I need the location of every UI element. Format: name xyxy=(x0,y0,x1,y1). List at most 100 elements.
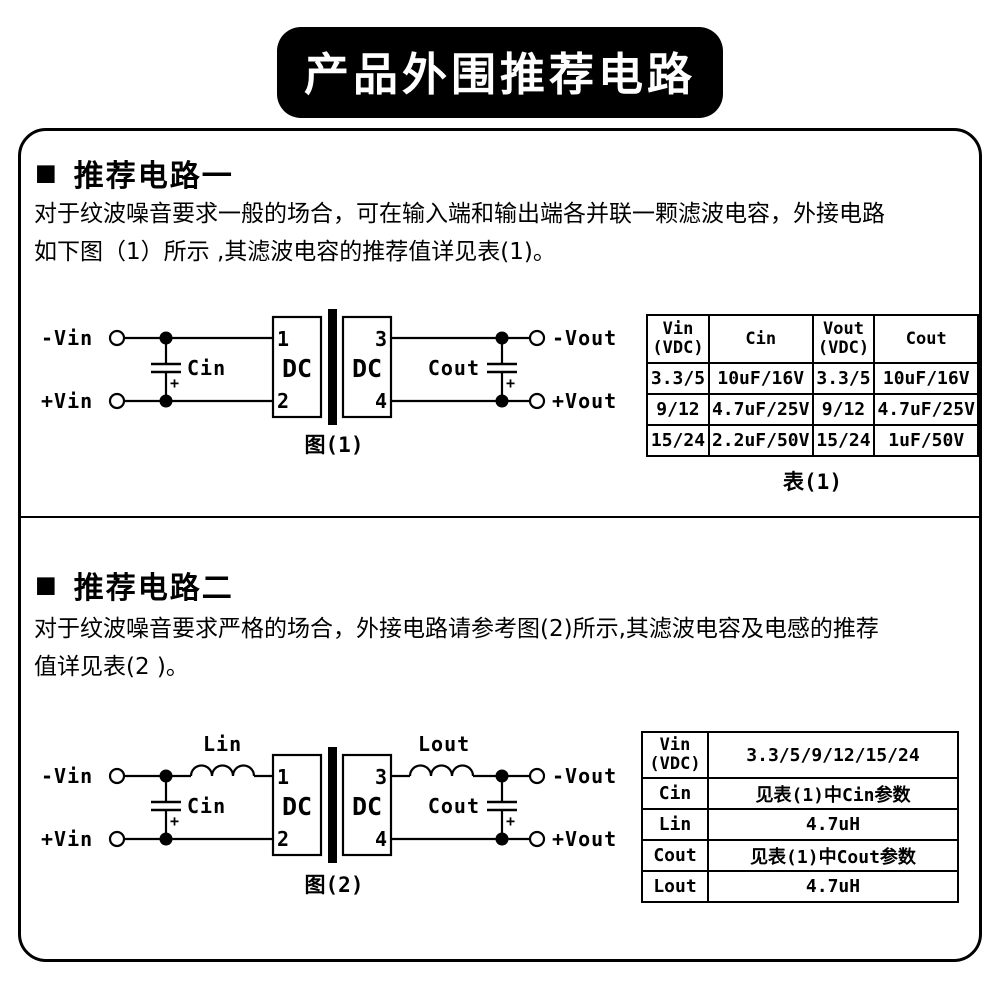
dc-box xyxy=(271,753,323,857)
table-cell: 1uF/50V xyxy=(873,424,979,457)
dc-box xyxy=(271,315,323,419)
pin3-label: 3 xyxy=(375,327,387,351)
vout-pos-label: +Vout xyxy=(552,827,617,851)
terminal-vin-pos xyxy=(108,392,126,410)
dc-block-left: 1 2 DC xyxy=(271,315,323,419)
dc-label: DC xyxy=(352,792,382,821)
isolation-bar xyxy=(328,747,337,863)
vout-pos-label: +Vout xyxy=(552,389,617,413)
header-cell: Vin (VDC) xyxy=(646,314,710,364)
header-cell: Vout (VDC) xyxy=(811,314,876,364)
table-cell: 4.7uH xyxy=(707,870,959,903)
dc-block-left: 1 2 DC xyxy=(271,753,323,857)
terminal-vout-neg xyxy=(528,329,546,347)
square-bullet-icon: ■ xyxy=(35,159,59,186)
table-cell: 2.2uF/50V xyxy=(707,424,814,457)
square-bullet-icon: ■ xyxy=(35,571,59,598)
section2-heading-label: 推荐电路二 xyxy=(73,571,234,606)
pin4-label: 4 xyxy=(375,389,387,413)
polarity-plus: + xyxy=(170,374,179,392)
table-header-row: Vin (VDC) Cin Vout (VDC) Cout xyxy=(646,314,979,364)
header-line: Cin xyxy=(745,328,777,349)
section2-paragraph-line2: 值详见表(2 )。 xyxy=(34,654,189,680)
polarity-plus: + xyxy=(506,374,515,392)
lin-label: Lin xyxy=(203,732,242,756)
dc-block-right: 3 4 DC xyxy=(341,315,393,419)
dc-block-right: 3 4 DC xyxy=(341,753,393,857)
section-divider xyxy=(21,516,979,518)
table-cell: 3.3/5 xyxy=(811,362,876,395)
pin2-label: 2 xyxy=(277,389,289,413)
capacitor-plates xyxy=(487,800,517,812)
dc-label: DC xyxy=(282,792,312,821)
section2-paragraph-line1: 对于纹波噪音要求严格的场合，外接电路请参考图(2)所示,其滤波电容及电感的推荐 xyxy=(34,616,879,642)
pin3-label: 3 xyxy=(375,765,387,789)
header-line: Vout xyxy=(823,319,864,339)
vin-neg-label: -Vin xyxy=(41,764,93,788)
capacitor-cin: + Cin xyxy=(151,776,226,839)
vin-pos-label: +Vin xyxy=(41,389,93,413)
section2-heading: ■ 推荐电路二 xyxy=(35,563,234,607)
table-row: 9/12 4.7uF/25V 9/12 4.7uF/25V xyxy=(646,393,979,426)
table-label-cell: Cout xyxy=(641,839,709,872)
table-cell: 4.7uH xyxy=(707,808,959,841)
inductor-lout xyxy=(408,764,475,777)
section1-paragraph-line2: 如下图（1）所示 ,其滤波电容的推荐值详见表(1)。 xyxy=(34,239,556,265)
header-line: (VDC) xyxy=(817,338,870,358)
table-row: Cout 见表(1)中Cout参数 xyxy=(641,839,959,872)
table-cell: 9/12 xyxy=(811,393,876,426)
dc-label: DC xyxy=(282,354,312,383)
capacitor-plates xyxy=(151,800,181,812)
table1-caption: 表(1) xyxy=(783,470,842,494)
table2: Vin (VDC) 3.3/5/9/12/15/24 Cin 见表(1)中Cin… xyxy=(641,731,959,903)
polarity-plus: + xyxy=(170,812,179,830)
table-cell: 10uF/16V xyxy=(873,362,979,395)
table-label-cell: Lin xyxy=(641,808,709,841)
table-row: Lin 4.7uH xyxy=(641,808,959,841)
section1-paragraph: 对于纹波噪音要求一般的场合，可在输入端和输出端各并联一颗滤波电容，外接电路 如下… xyxy=(34,195,969,271)
lout-label: Lout xyxy=(418,732,470,756)
terminal-vout-neg xyxy=(528,767,546,785)
terminal-vin-neg xyxy=(108,329,126,347)
terminal-vin-neg xyxy=(108,767,126,785)
cin-label: Cin xyxy=(187,794,226,818)
table-cell: 3.3/5 xyxy=(646,362,710,395)
cout-label: Cout xyxy=(428,356,480,380)
table1-block: Vin (VDC) Cin Vout (VDC) Cout 3.3/5 10uF… xyxy=(646,314,979,496)
circuit-figure-1: -Vin +Vin + Cin 1 2 DC 3 4 DC xyxy=(41,309,617,457)
table-label-cell: Cin xyxy=(641,777,709,810)
label-line: Vin xyxy=(659,735,691,755)
pin4-label: 4 xyxy=(375,827,387,851)
table-label-cell: Lout xyxy=(641,870,709,903)
section1-heading-label: 推荐电路一 xyxy=(73,159,234,194)
capacitor-plates xyxy=(151,362,181,374)
vin-neg-label: -Vin xyxy=(41,326,93,350)
header-line: (VDC) xyxy=(652,338,704,358)
section1-heading: ■ 推荐电路一 xyxy=(35,151,234,195)
capacitor-plates xyxy=(487,362,517,374)
header-cell: Cout xyxy=(873,314,979,364)
label-line: (VDC) xyxy=(649,754,701,774)
table-cell: 4.7uF/25V xyxy=(873,393,979,426)
content-frame: ■ 推荐电路一 对于纹波噪音要求一般的场合，可在输入端和输出端各并联一颗滤波电容… xyxy=(18,128,982,962)
figure2-caption: 图(2) xyxy=(305,873,364,897)
dc-box xyxy=(341,753,393,857)
capacitor-cout: + Cout xyxy=(428,776,517,839)
table-row: 15/24 2.2uF/50V 15/24 1uF/50V xyxy=(646,424,979,457)
page-title: 产品外围推荐电路 xyxy=(276,27,724,118)
capacitor-cin: + Cin xyxy=(151,338,225,401)
capacitor-cout: + Cout xyxy=(428,338,517,401)
polarity-plus: + xyxy=(506,812,515,830)
pin1-label: 1 xyxy=(277,327,289,351)
header-line: Vin xyxy=(662,319,694,339)
table2-block: Vin (VDC) 3.3/5/9/12/15/24 Cin 见表(1)中Cin… xyxy=(641,731,959,903)
section2-paragraph: 对于纹波噪音要求严格的场合，外接电路请参考图(2)所示,其滤波电容及电感的推荐 … xyxy=(34,610,969,686)
table-row: Lout 4.7uH xyxy=(641,870,959,903)
section1-paragraph-line1: 对于纹波噪音要求一般的场合，可在输入端和输出端各并联一颗滤波电容，外接电路 xyxy=(34,201,885,227)
table-cell: 9/12 xyxy=(646,393,710,426)
header-cell: Cin xyxy=(707,314,814,364)
header-line: Cout xyxy=(905,328,947,349)
terminal-vin-pos xyxy=(108,830,126,848)
vout-neg-label: -Vout xyxy=(552,764,617,788)
table1: Vin (VDC) Cin Vout (VDC) Cout 3.3/5 10uF… xyxy=(646,314,979,457)
